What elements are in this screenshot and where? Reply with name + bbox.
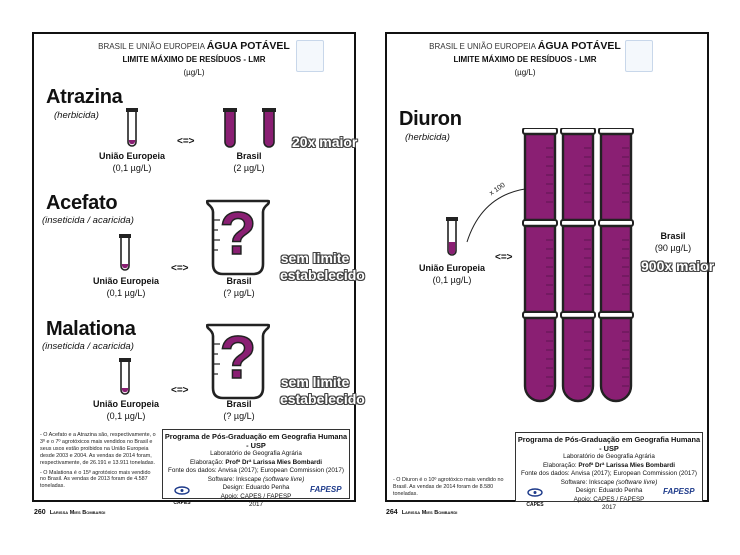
- malationa-arrow: <=>: [171, 385, 189, 396]
- credits-sources: Fonte dos dados: Anvisa (2017); European…: [167, 467, 345, 474]
- acefato-unknown-glyph: ?: [219, 199, 257, 268]
- right-header: BRASIL E UNIÃO EUROPEIA ÁGUA POTÁVEL LIM…: [387, 40, 663, 79]
- malationa-unknown-glyph: ?: [219, 323, 257, 392]
- credits-elaboration-right: Elaboração: Profª Drª Larissa Mies Bomba…: [542, 461, 676, 469]
- malationa-eu-tube: [119, 358, 131, 395]
- malationa-eu-label: União Europeia (0,1 µg/L): [92, 399, 159, 421]
- credits-sources-right: Fonte dos dados: Anvisa (2017); European…: [520, 470, 698, 477]
- acefato-title: Acefato: [46, 192, 118, 214]
- atrazina-br-label: Brasil (2 µg/L): [233, 151, 265, 173]
- capes-logo: CAPES: [170, 482, 194, 506]
- capes-logo-icon: [174, 486, 190, 495]
- acefato-type: (inseticida / acaricida): [42, 215, 134, 226]
- diuron-arrow: <=>: [495, 252, 513, 263]
- credits-software: Software: Inkscape (software livre): [207, 475, 305, 483]
- left-page: BRASIL E UNIÃO EUROPEIA ÁGUA POTÁVEL LIM…: [32, 32, 365, 508]
- atrazina-comparison: 20x maior: [292, 134, 358, 150]
- br-tube: [598, 219, 634, 314]
- credits-title: Programa de Pós-Graduação em Geografia H…: [164, 432, 348, 450]
- acefato-br-label: Brasil (? µg/L): [223, 276, 255, 298]
- header-line3-right: (µg/L): [514, 68, 536, 77]
- left-footnote-2: - O Malationa é o 15º agrotóxico mais ve…: [40, 469, 151, 490]
- fapesp-logo: FAPESP: [310, 485, 342, 494]
- credits-support: Apoio: CAPES / FAPESP: [220, 492, 292, 500]
- credits-software-right: Software: Inkscape (software livre): [560, 478, 658, 486]
- credits-elaboration: Elaboração: Profª Drª Larissa Mies Bomba…: [189, 458, 323, 466]
- br-tube: [560, 128, 596, 222]
- acefato-eu-label: União Europeia (0,1 µg/L): [92, 276, 159, 298]
- left-credits-box: Programa de Pós-Graduação em Geografia H…: [162, 429, 350, 508]
- credits-lab-right: Laboratório de Geografia Agrária: [563, 453, 655, 460]
- credits-lab: Laboratório de Geografia Agrária: [210, 450, 302, 457]
- credits-year-right: 2017: [601, 504, 616, 511]
- diuron-br-tube-grid: [522, 128, 634, 403]
- br-tube: [560, 219, 596, 314]
- acefato-br-beaker: [206, 199, 270, 276]
- diuron-type: (herbicida): [405, 132, 450, 143]
- diuron-comparison: 900x maior: [641, 258, 715, 274]
- malationa-br-beaker: [206, 323, 270, 400]
- diuron-eu-label: União Europeia (0,1 µg/L): [418, 263, 485, 285]
- left-footnote: - O Acefato e a Atrazina são, respectiva…: [40, 432, 156, 490]
- atrazina-arrow: <=>: [177, 136, 195, 147]
- br-tube: [522, 128, 558, 222]
- left-footnote-1: - O Acefato e a Atrazina são, respectiva…: [40, 432, 156, 466]
- left-header: BRASIL E UNIÃO EUROPEIA ÁGUA POTÁVEL LIM…: [44, 40, 344, 79]
- diuron-br-label: Brasil (90 µg/L): [654, 231, 692, 253]
- right-footnote: - O Diuron é o 10º agrotóxico mais vendi…: [393, 477, 511, 498]
- malationa-type: (inseticida / acaricida): [42, 341, 134, 352]
- malationa-br-label: Brasil (? µg/L): [223, 399, 255, 421]
- acefato-arrow: <=>: [171, 263, 189, 274]
- credits-support-right: Apoio: CAPES / FAPESP: [573, 495, 645, 503]
- header-line3: (µg/L): [183, 68, 205, 77]
- glass-icon: [296, 40, 324, 72]
- header-line2: LIMITE MÁXIMO DE RESÍDUOS - LMR: [122, 55, 266, 64]
- atrazina-eu-tube: [126, 108, 138, 147]
- br-tube: [560, 311, 596, 403]
- credits-design-right: Design: Eduardo Penha: [575, 487, 643, 494]
- atrazina-title: Atrazina: [46, 86, 123, 108]
- capes-logo-right: CAPES: [523, 484, 547, 508]
- capes-logo-icon-right: [527, 488, 543, 497]
- atrazina-eu-label: União Europeia (0,1 µg/L): [98, 151, 165, 173]
- header-line1-right: BRASIL E UNIÃO EUROPEIA ÁGUA POTÁVEL: [429, 40, 621, 52]
- malationa-comparison: sem limite estabelecido: [280, 374, 365, 407]
- acefato-comparison: sem limite estabelecido: [280, 250, 365, 283]
- atrazina-br-tube-2: [262, 108, 276, 148]
- credits-title-right: Programa de Pós-Graduação em Geografia H…: [517, 435, 701, 453]
- right-footnote-1: - O Diuron é o 10º agrotóxico mais vendi…: [393, 477, 504, 497]
- malationa-title: Malationa: [46, 318, 136, 340]
- fapesp-logo-right: FAPESP: [663, 487, 695, 496]
- br-tube: [598, 128, 634, 222]
- br-tube: [522, 219, 558, 314]
- right-credits-box: Programa de Pós-Graduação em Geografia H…: [515, 432, 703, 511]
- header-line2-right: LIMITE MÁXIMO DE RESÍDUOS - LMR: [453, 55, 597, 64]
- glass-icon-right: [625, 40, 653, 72]
- atrazina-type: (herbicida): [54, 110, 99, 121]
- credits-year: 2017: [248, 501, 263, 508]
- atrazina-br-tube-1: [223, 108, 237, 148]
- br-tube: [522, 311, 558, 403]
- header-line1: BRASIL E UNIÃO EUROPEIA ÁGUA POTÁVEL: [98, 40, 290, 52]
- diuron-eu-tube: [446, 217, 458, 256]
- credits-design: Design: Eduardo Penha: [222, 484, 290, 491]
- br-tube: [598, 311, 634, 403]
- acefato-eu-tube: [119, 234, 131, 271]
- right-page: BRASIL E UNIÃO EUROPEIA ÁGUA POTÁVEL LIM…: [385, 32, 714, 511]
- diuron-title: Diuron: [399, 108, 462, 130]
